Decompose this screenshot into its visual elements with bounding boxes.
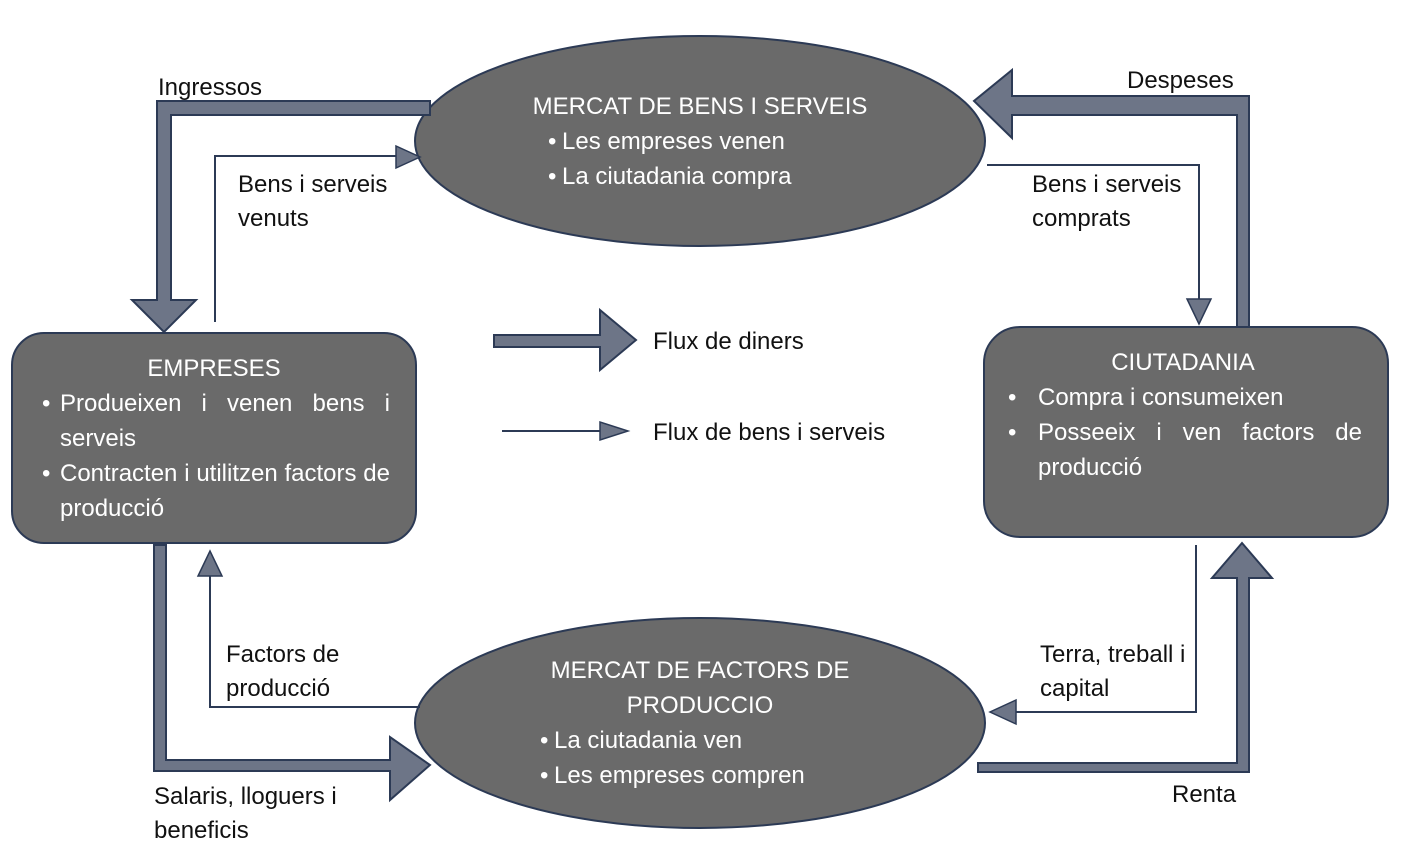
factor-market-bullet: Les empreses compren [536,758,870,793]
factor-market-title: MERCAT DE FACTORS DE PRODUCCIO [550,657,850,719]
goods-market-text: MERCAT DE BENS I SERVEIS Les empreses ve… [520,89,880,194]
firms-title: EMPRESES [147,355,281,382]
goods-market-bullet: La ciutadania compra [544,159,880,194]
wages-money-arrow [153,544,432,803]
goods-market-bullet: Les empreses venen [544,124,880,159]
firms-text: EMPRESES Produeixen i venen bens i serve… [38,351,390,526]
goods-bought-arrow [987,164,1213,326]
wages-label: Salaris, lloguers i beneficis [154,783,337,844]
households-title: CIUTADANIA [1111,349,1255,376]
land-labor-capital-arrow [988,545,1197,726]
factor-market-text: MERCAT DE FACTORS DE PRODUCCIO La ciutad… [530,653,870,793]
income-money-arrow [977,541,1275,773]
legend-goods-arrow [502,420,631,442]
goods-bought-label: Bens i serveis comprats [1032,171,1182,232]
legend-goods-label: Flux de bens i serveis [653,419,886,446]
households-bullet: Posseeix i ven factors de producció [1004,415,1362,485]
spending-label: Despeses [1127,67,1234,94]
goods-sold-label: Bens i serveis venuts [238,171,388,232]
legend-money-label: Flux de diners [653,328,804,355]
factors-arrow [196,549,420,708]
firms-bullet: Produeixen i venen bens i serveis [38,386,390,456]
spending-money-arrow [972,67,1250,328]
revenue-label: Ingressos [158,74,263,101]
households-bullet: Compra i consumeixen [1004,380,1362,415]
goods-market-title: MERCAT DE BENS I SERVEIS [532,93,868,120]
factors-label: Factors de producció [226,641,340,702]
income-label: Renta [1172,781,1237,808]
households-text: CIUTADANIA Compra i consumeixen Posseeix… [1004,345,1362,485]
goods-sold-arrow [214,144,422,322]
factor-market-bullet: La ciutadania ven [536,723,870,758]
revenue-money-arrow [129,100,431,334]
land-labor-capital-label: Terra, treball i capital [1040,641,1186,702]
firms-bullet: Contracten i utilitzen factors de produc… [38,456,390,526]
legend-money-arrow [493,307,638,373]
